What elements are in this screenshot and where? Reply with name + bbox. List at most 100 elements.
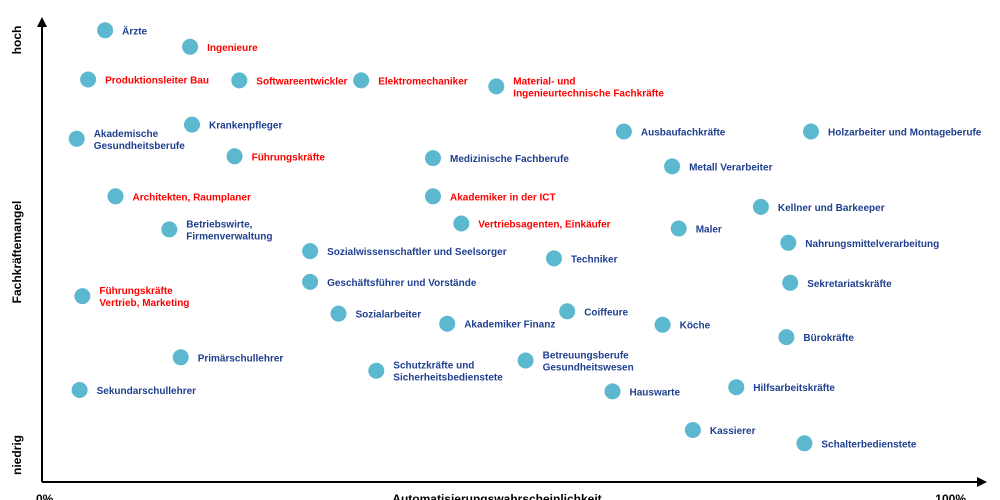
x-tick-label-max: 100%	[935, 492, 966, 500]
point-marker	[654, 316, 671, 333]
point-marker	[368, 362, 385, 379]
point-marker	[664, 158, 681, 175]
point-label: Kellner und Barkeeper	[778, 203, 885, 214]
data-point: Metall Verarbeiter	[664, 158, 773, 175]
point-marker	[604, 383, 621, 400]
point-marker	[425, 188, 441, 205]
point-marker	[80, 71, 97, 88]
point-label: Ingenieurtechnische Fachkräfte	[513, 88, 664, 99]
point-marker	[425, 150, 441, 167]
point-marker	[107, 188, 124, 205]
data-point: Führungskräfte	[226, 148, 325, 165]
data-point: Medizinische Fachberufe	[425, 150, 569, 167]
point-marker	[782, 274, 799, 291]
point-label: Sekretariatskräfte	[807, 279, 892, 290]
data-point: Holzarbeiter und Montageberufe	[803, 123, 982, 140]
data-point: Hilfsarbeitskräfte	[728, 379, 835, 396]
point-marker	[453, 215, 470, 232]
point-label: Krankenpfleger	[209, 121, 282, 132]
point-label: Ärzte	[122, 24, 147, 37]
data-point: Ausbaufachkräfte	[615, 123, 726, 140]
point-marker	[182, 38, 199, 55]
point-label: Medizinische Fachberufe	[450, 154, 569, 165]
data-point: Hauswarte	[604, 383, 681, 400]
data-point: Vertriebsagenten, Einkäufer	[453, 215, 611, 232]
point-label: Primärschullehrer	[198, 353, 284, 364]
point-label: Akademiker Finanz	[464, 320, 555, 331]
x-tick-label-min: 0%	[36, 492, 54, 500]
data-point: Bürokräfte	[778, 329, 854, 346]
point-label: Material- und	[513, 76, 575, 87]
point-label: Betriebswirte,	[186, 219, 252, 230]
data-point: Techniker	[546, 250, 618, 267]
point-marker	[353, 72, 370, 89]
point-label: Vertriebsagenten, Einkäufer	[478, 220, 610, 231]
point-label: Firmenverwaltung	[186, 231, 272, 242]
data-point: Kassierer	[684, 422, 756, 438]
point-marker	[796, 435, 813, 452]
data-point: Softwareentwickler	[231, 72, 348, 89]
point-label: Ingenieure	[207, 43, 258, 54]
point-marker	[517, 352, 534, 369]
point-label: Gesundheitsberufe	[94, 141, 186, 152]
point-label: Sozialarbeiter	[356, 310, 422, 321]
point-label: Architekten, Raumplaner	[133, 192, 251, 203]
y-tick-label-high: hoch	[10, 26, 24, 55]
point-marker	[68, 130, 85, 147]
data-point: Sozialarbeiter	[330, 305, 422, 322]
point-label: Köche	[680, 321, 711, 332]
data-point: Architekten, Raumplaner	[107, 188, 251, 205]
point-marker	[330, 305, 347, 322]
point-label: Kassierer	[710, 426, 756, 437]
data-point: Betriebswirte,Firmenverwaltung	[161, 219, 272, 242]
point-label: Techniker	[571, 254, 618, 265]
point-marker	[780, 234, 797, 251]
data-point: Produktionsleiter Bau	[80, 71, 209, 88]
point-marker	[684, 422, 701, 438]
data-point: Nahrungsmittelverarbeitung	[780, 234, 939, 251]
point-marker	[161, 221, 178, 238]
point-label: Maler	[696, 225, 722, 236]
point-marker	[728, 379, 745, 396]
point-marker	[74, 288, 91, 305]
point-marker	[559, 303, 576, 320]
point-marker	[97, 22, 114, 39]
y-axis-title: Fachkräftemangel	[10, 201, 24, 304]
point-label: Metall Verarbeiter	[689, 162, 772, 173]
data-point: Elektromechaniker	[353, 72, 468, 89]
data-point: Akademiker Finanz	[439, 315, 555, 332]
point-label: Schutzkräfte und	[393, 361, 474, 372]
point-marker	[615, 123, 632, 140]
data-point: Sozialwissenschaftler und Seelsorger	[302, 243, 507, 260]
point-label: Holzarbeiter und Montageberufe	[828, 128, 982, 139]
point-label: Akademiker in der ICT	[450, 192, 556, 203]
point-marker	[184, 116, 200, 133]
point-marker	[226, 148, 243, 165]
data-point: Geschäftsführer und Vorstände	[302, 273, 477, 290]
data-point: Coiffeure	[559, 303, 629, 320]
point-label: Sicherheitsbedienstete	[393, 373, 503, 384]
point-label: Softwareentwickler	[256, 76, 347, 87]
point-label: Sozialwissenschaftler und Seelsorger	[327, 247, 507, 258]
point-marker	[803, 123, 819, 140]
point-label: Hauswarte	[630, 387, 681, 398]
point-label: Produktionsleiter Bau	[105, 76, 209, 87]
point-marker	[752, 198, 769, 215]
data-point: Sekretariatskräfte	[782, 274, 892, 291]
point-marker	[778, 329, 795, 346]
point-marker	[546, 250, 562, 267]
data-point: Ärzte	[97, 22, 148, 39]
y-tick-label-low: niedrig	[10, 435, 24, 475]
data-point: Krankenpfleger	[184, 116, 282, 133]
x-axis-title: Automatisierungswahrscheinlichkeit	[392, 492, 601, 500]
point-label: Hilfsarbeitskräfte	[753, 383, 835, 394]
data-point: Schalterbedienstete	[796, 435, 917, 452]
data-point: Köche	[654, 316, 711, 333]
